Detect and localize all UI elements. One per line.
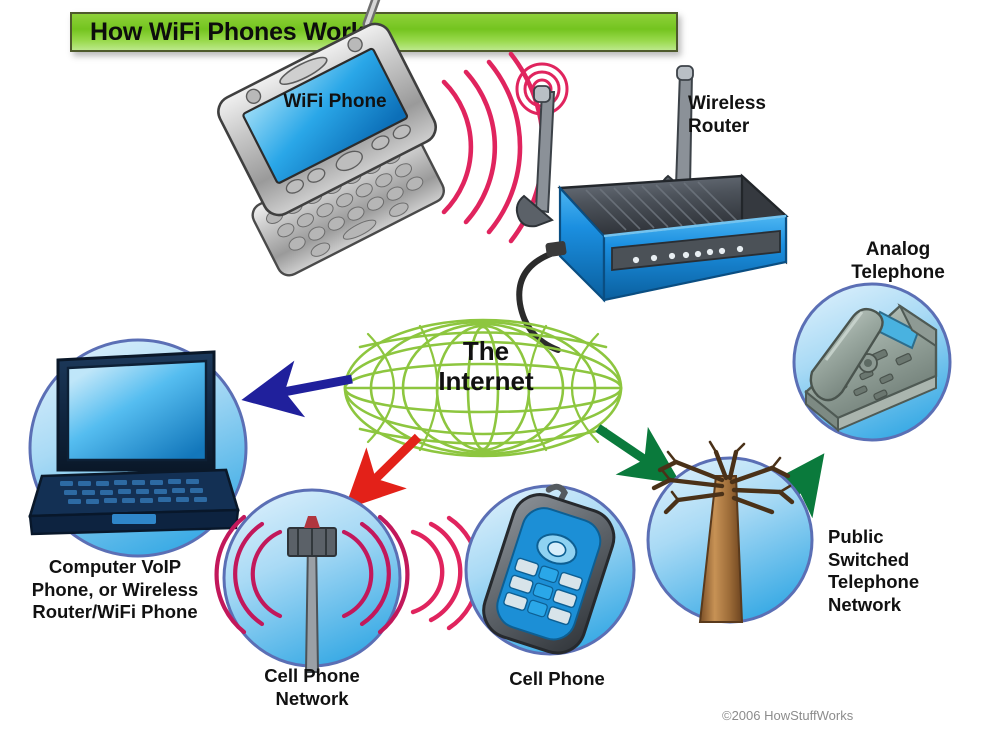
label-pstn: Public Switched Telephone Network	[828, 526, 920, 615]
router-led-indicators	[632, 245, 744, 264]
label-computer-voip: Computer VoIP Phone, or Wireless Router/…	[31, 556, 199, 623]
desk-phone-icon	[804, 303, 938, 433]
internet-globe-icon	[343, 318, 623, 458]
wireless-router-icon	[515, 65, 789, 353]
label-wireless-router: Wireless Router	[688, 93, 766, 138]
pda-phone-icon	[217, 0, 445, 277]
label-internet: The Internet	[438, 336, 534, 396]
cell-tower-node	[214, 488, 410, 673]
arrow-internet-to-laptop	[241, 360, 353, 418]
arrow-internet-to-cell-network	[344, 433, 422, 510]
cell-phone-icon	[482, 483, 616, 655]
cell-phone-node	[464, 483, 636, 656]
label-analog-telephone: Analog Telephone	[851, 239, 945, 284]
router-internet-cable	[516, 249, 561, 353]
telephone-pole-node	[646, 440, 814, 624]
label-cell-phone: Cell Phone	[509, 668, 605, 689]
desk-phone-node	[792, 282, 952, 442]
laptop-node	[28, 338, 248, 558]
label-wifi-phone: WiFi Phone	[283, 91, 387, 112]
router-antenna-right	[674, 65, 694, 190]
label-cell-phone-network: Cell Phone Network	[264, 665, 360, 709]
telephone-pole-icon	[651, 440, 795, 623]
page-title: How WiFi Phones Work	[90, 17, 365, 46]
router-antenna-left	[533, 85, 556, 214]
cell-tower-icon	[287, 516, 337, 673]
copyright-notice: ©2006 HowStuffWorks	[722, 708, 854, 723]
laptop-icon	[28, 350, 240, 536]
